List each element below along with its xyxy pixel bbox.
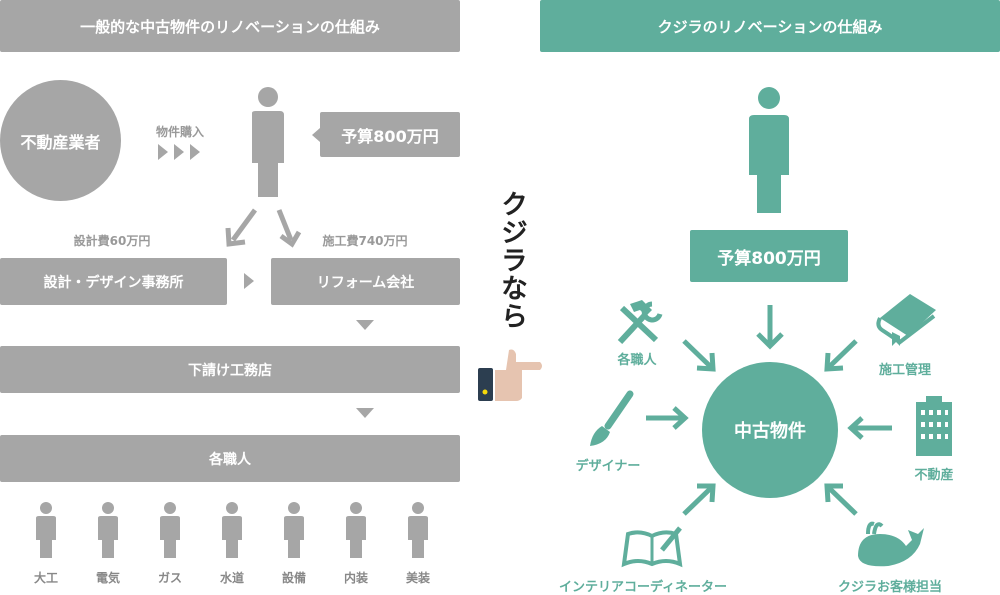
construction-fee-label: 施工費740万円	[322, 234, 408, 248]
person-icon	[252, 87, 284, 197]
whale-icon	[858, 521, 924, 567]
trade-person-icon	[408, 502, 428, 558]
kujira-callout: クジラなら	[496, 190, 527, 330]
design-office-box: 設計・デザイン事務所	[0, 258, 227, 305]
realtor-label: 不動産業者	[20, 132, 101, 152]
right-title: クジラのリノベーションの仕組み	[657, 17, 883, 36]
split-arrows-icon	[225, 208, 302, 248]
right-title-bar: クジラのリノベーションの仕組み	[540, 0, 1000, 52]
design-fee-label: 設計費60万円	[73, 234, 151, 248]
open-book-pen-icon	[621, 526, 683, 568]
role-real-estate: 不動産	[914, 468, 954, 483]
left-title-bar: 一般的な中古物件のリノベーションの仕組み	[0, 0, 460, 52]
right-budget-box: 予算800万円	[690, 230, 848, 282]
trade-label: ガス	[157, 571, 182, 585]
design-office-label: 設計・デザイン事務所	[43, 274, 184, 291]
trade-label: 水道	[219, 571, 244, 585]
right-triangle-icon	[244, 273, 254, 289]
role-customer-rep: クジラお客様担当	[837, 580, 942, 595]
triple-arrow-icon	[158, 144, 200, 160]
realtor-circle: 不動産業者	[0, 80, 121, 201]
role-interior-coordinator: インテリアコーディネーター	[558, 580, 728, 595]
used-property-circle: 中古物件	[702, 362, 838, 498]
person-icon	[749, 87, 789, 213]
trade-person-icon	[160, 502, 180, 558]
trade-label: 美装	[405, 571, 430, 585]
role-construction-management: 施工管理	[878, 363, 931, 378]
pointing-hand-icon	[478, 349, 542, 401]
trade-person-icon	[98, 502, 118, 558]
role-designer: デザイナー	[575, 459, 641, 474]
building-icon	[916, 396, 952, 456]
subcontractor-label: 下請け工務店	[188, 362, 272, 379]
hammer-wrench-icon	[617, 300, 663, 345]
left-budget-label: 予算800万円	[341, 126, 439, 146]
reform-company-label: リフォーム会社	[316, 274, 415, 291]
paintbrush-icon	[590, 390, 634, 446]
down-triangle-icon	[356, 408, 374, 418]
craftsmen-label: 各職人	[209, 451, 251, 468]
trade-label: 大工	[33, 571, 58, 585]
trade-label: 設備	[281, 571, 306, 585]
trade-person-icon	[222, 502, 242, 558]
craftsmen-bar: 各職人	[0, 435, 460, 482]
trade-person-icon	[346, 502, 366, 558]
trade-label: 内装	[343, 571, 368, 585]
subcontractor-bar: 下請け工務店	[0, 346, 460, 393]
left-title: 一般的な中古物件のリノベーションの仕組み	[80, 17, 380, 36]
role-craftsmen: 各職人	[617, 353, 657, 368]
book-icon	[876, 294, 936, 346]
left-budget-box: 予算800万円	[320, 112, 460, 157]
speech-notch	[312, 128, 320, 142]
trade-label: 電気	[95, 571, 120, 585]
used-property-label: 中古物件	[734, 421, 806, 442]
down-triangle-icon	[356, 320, 374, 330]
trade-person-icon	[36, 502, 56, 558]
purchase-label: 物件購入	[155, 125, 204, 139]
reform-company-box: リフォーム会社	[271, 258, 460, 305]
right-budget-label: 予算800万円	[717, 248, 821, 269]
trade-person-icon	[284, 502, 304, 558]
